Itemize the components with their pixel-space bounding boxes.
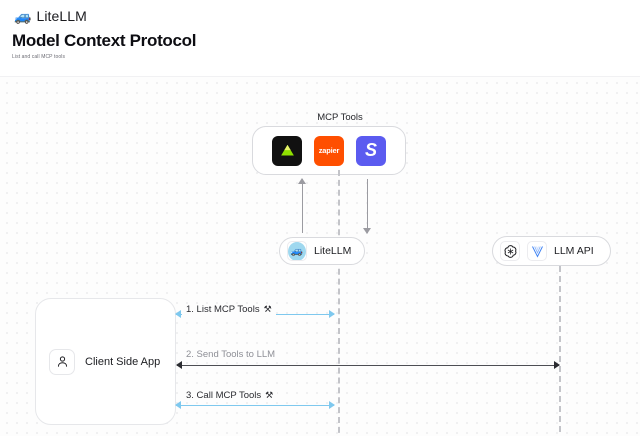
arrow-head-up [298,178,306,184]
node-llm-api-label: LLM API [554,245,594,257]
zapier-icon[interactable]: zapier [314,135,344,166]
zapier-label: zapier [318,146,340,155]
arrow-head-down [363,228,371,234]
arrow-shaft [302,179,304,233]
flow-label-2: 2. Send Tools to LLM [182,349,280,360]
arrow-mcp-to-litellm [362,179,374,234]
flow-label-2-text: 2. Send Tools to LLM [186,349,276,360]
flow-label-1: 1. List MCP Tools ⚒ [182,304,276,315]
flow-arrow-3 [175,400,335,410]
tools-icon: ⚒ [263,304,272,314]
arrow-head-right [554,360,560,369]
node-llm-api[interactable]: LLM API [492,236,611,266]
page-subtitle: List and call MCP tools [12,54,66,60]
arrow-head-left [176,360,182,369]
vertex-ai-icon [527,241,547,261]
litellm-car-logo-icon: 🚙 [14,8,32,24]
arrow-head-right [329,400,335,409]
litellm-car-logo-icon: 🚙 [288,242,306,260]
slack-icon[interactable]: S [356,135,386,166]
arrow-shaft [177,364,559,366]
arrow-head-left [175,309,181,318]
node-client-side-app[interactable]: Client Side App [35,298,176,425]
flow-label-3-text: 3. Call MCP Tools [186,390,262,401]
user-icon [49,348,75,375]
arrow-head-right [329,309,335,318]
flow-arrow-2 [176,360,560,370]
slack-label: S [364,140,377,160]
openai-icon [500,241,520,261]
litellm-node-icon-box: 🚙 [287,241,307,261]
flow-label-3: 3. Call MCP Tools ⚒ [182,390,278,401]
arrow-shaft [367,179,369,233]
node-litellm-label: LiteLLM [314,245,352,257]
node-client-side-app-label: Client Side App [85,355,161,368]
flow-label-1-text: 1. List MCP Tools [186,304,260,315]
brand: 🚙 LiteLLM [14,8,87,24]
brand-name: LiteLLM [36,8,87,24]
supabase-icon[interactable] [272,135,302,166]
mcp-tools-title: MCP Tools [317,112,363,123]
tools-icon: ⚒ [265,390,274,400]
arrow-shaft [176,404,334,406]
canvas-divider [0,76,640,77]
mcp-tools-group: zapier S [252,126,406,175]
lifeline-litellm [338,170,340,436]
arrow-litellm-to-mcp [297,178,309,233]
diagram-canvas: MCP Tools zapier S [0,76,640,436]
lifeline-llm-api [559,266,561,436]
page-title: Model Context Protocol [12,31,197,50]
arrow-head-left [175,400,181,409]
node-litellm[interactable]: 🚙 LiteLLM [279,237,366,265]
